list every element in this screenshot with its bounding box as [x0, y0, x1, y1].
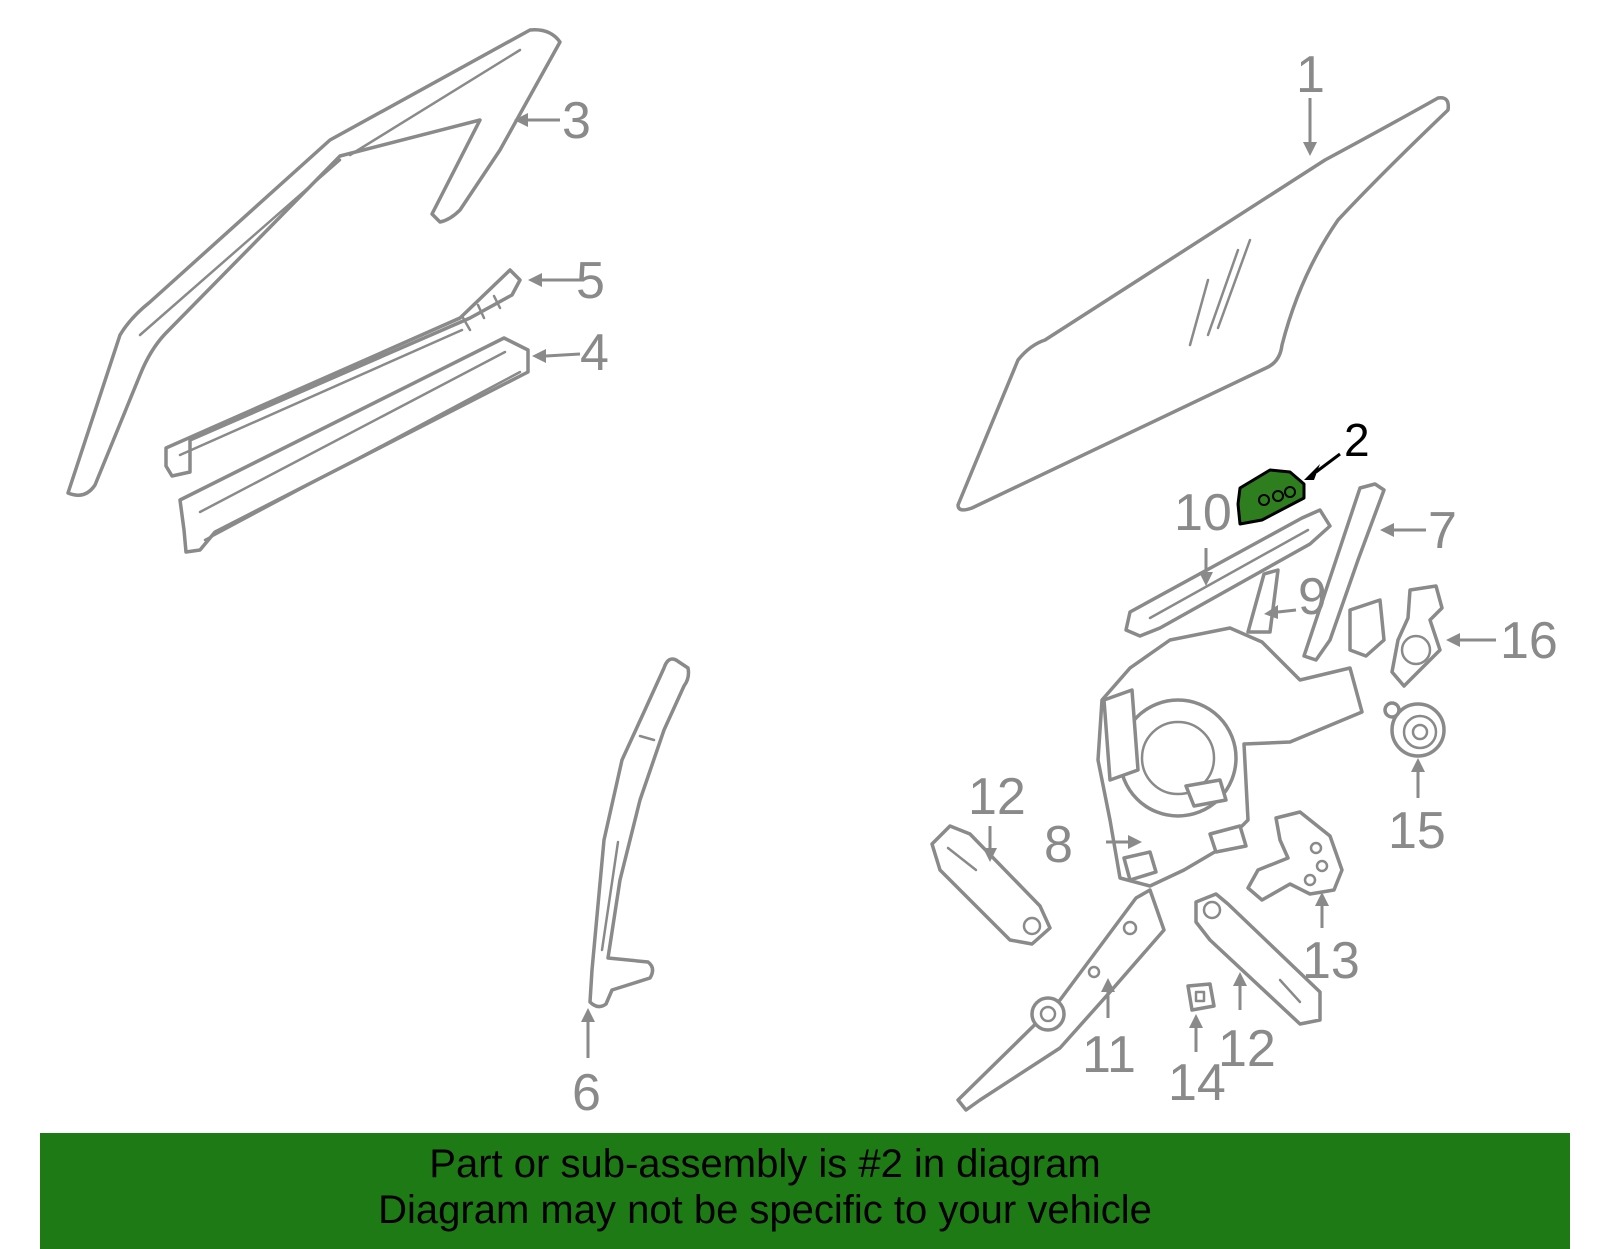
banner-part-note: Part or sub-assembly is #2 in diagram	[429, 1142, 1101, 1186]
callout-3: 3	[562, 92, 591, 150]
part-16-motor	[1390, 584, 1444, 688]
callout-6: 6	[572, 1064, 601, 1122]
part-6-run-channel	[588, 657, 691, 1009]
part-13-bracket	[1246, 810, 1344, 902]
callout-1: 1	[1296, 46, 1325, 104]
callout-2: 2	[1344, 414, 1370, 466]
part-12-arm-upper	[930, 824, 1052, 946]
callout-13: 13	[1302, 932, 1360, 990]
callout-16: 16	[1500, 612, 1558, 670]
part-10-upper-channel	[1124, 508, 1332, 638]
callout-8: 8	[1044, 816, 1073, 874]
callout-10: 10	[1174, 484, 1232, 542]
part-14-clip	[1186, 982, 1216, 1012]
callout-9: 9	[1298, 568, 1327, 626]
part-8-regulator	[1096, 626, 1364, 888]
callout-14: 14	[1168, 1054, 1226, 1112]
part-12-arm-lower	[1194, 892, 1322, 1026]
callout-5: 5	[576, 252, 605, 310]
part-7-guide-rail	[1302, 482, 1386, 662]
info-banner: Part or sub-assembly is #2 in diagram Di…	[40, 1133, 1570, 1249]
part-3-frame-molding	[66, 28, 562, 497]
callout-7: 7	[1428, 502, 1457, 560]
callout-11: 11	[1082, 1026, 1136, 1084]
callout-12-upper: 12	[968, 768, 1026, 826]
callout-12-lower: 12	[1218, 1020, 1276, 1078]
part-1-door-glass	[956, 96, 1451, 512]
part-4-belt-molding-inner	[178, 336, 530, 554]
part-9-lift-arm	[1246, 568, 1280, 634]
part-15-spring	[1383, 701, 1446, 758]
callout-4: 4	[580, 324, 609, 382]
part-11-lower-arm	[956, 888, 1166, 1112]
banner-disclaimer: Diagram may not be specific to your vehi…	[378, 1188, 1152, 1232]
leader-arrows	[514, 98, 1496, 1058]
callout-15: 15	[1388, 802, 1446, 860]
callout-labels: 1 2 3 4 5 6 7 8 9 10 11 12 12 13 14 15 1…	[562, 46, 1558, 1122]
part-5-belt-molding-outer	[164, 268, 522, 478]
part-2-sash-channel-highlighted	[1236, 468, 1306, 526]
